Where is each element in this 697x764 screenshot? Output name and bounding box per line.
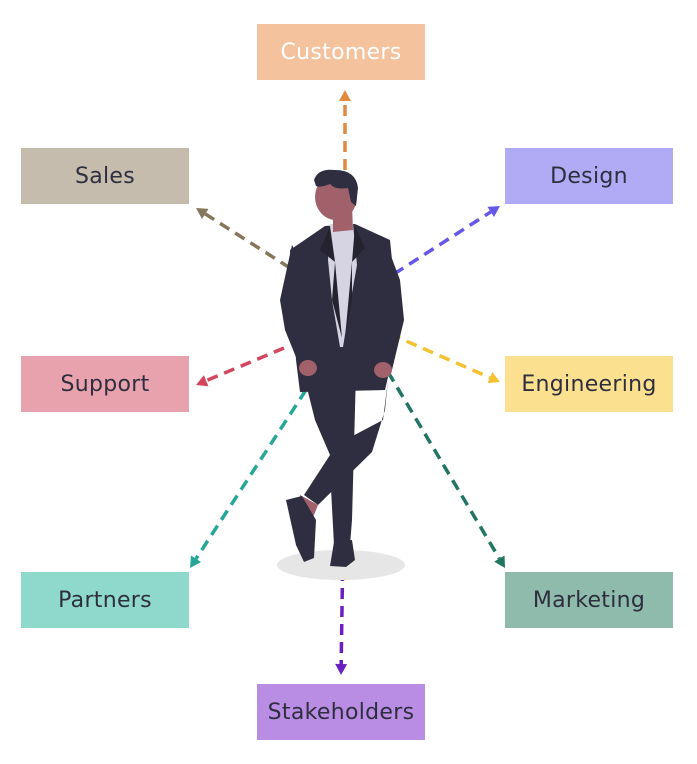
figure-left-shoe [286, 496, 316, 562]
arrowhead-design-icon [487, 206, 500, 217]
arrowhead-support-icon [196, 375, 209, 387]
connector-sales [204, 212, 291, 270]
design-label: Design [550, 163, 628, 189]
figure-right-shoe [330, 540, 355, 567]
connector-support [205, 346, 285, 383]
sales-node: Sales [21, 148, 189, 204]
figure-hair [314, 169, 358, 206]
arrowhead-engineering-icon [487, 372, 500, 384]
engineering-node: Engineering [505, 356, 673, 412]
stakeholders-label: Stakeholders [267, 699, 415, 725]
businessman-illustration-icon [277, 169, 405, 580]
support-node: Support [21, 356, 189, 412]
figure-front-leg [304, 375, 388, 505]
connector-engineering [389, 332, 491, 380]
connector-partners [194, 389, 308, 560]
marketing-node: Marketing [505, 572, 673, 628]
arrowhead-stakeholders-icon [335, 663, 348, 675]
connector-design [393, 210, 492, 276]
arrowhead-sales-icon [196, 208, 209, 219]
stakeholders-node: Stakeholders [257, 684, 425, 740]
figure-right-arm [376, 240, 404, 372]
arrowhead-customers-icon [339, 90, 351, 101]
customers-node: Customers [257, 24, 425, 80]
partners-label: Partners [58, 587, 152, 613]
support-label: Support [60, 371, 150, 397]
figure-shirt [328, 224, 357, 347]
partners-node: Partners [21, 572, 189, 628]
arrowhead-partners-icon [190, 555, 202, 568]
figure-left-arm [280, 245, 316, 372]
arrowhead-marketing-icon [494, 555, 505, 568]
connector-marketing [386, 371, 501, 560]
sales-label: Sales [74, 163, 136, 189]
design-node: Design [505, 148, 673, 204]
marketing-label: Marketing [532, 587, 646, 613]
customers-label: Customers [280, 39, 402, 65]
engineering-label: Engineering [521, 371, 657, 397]
